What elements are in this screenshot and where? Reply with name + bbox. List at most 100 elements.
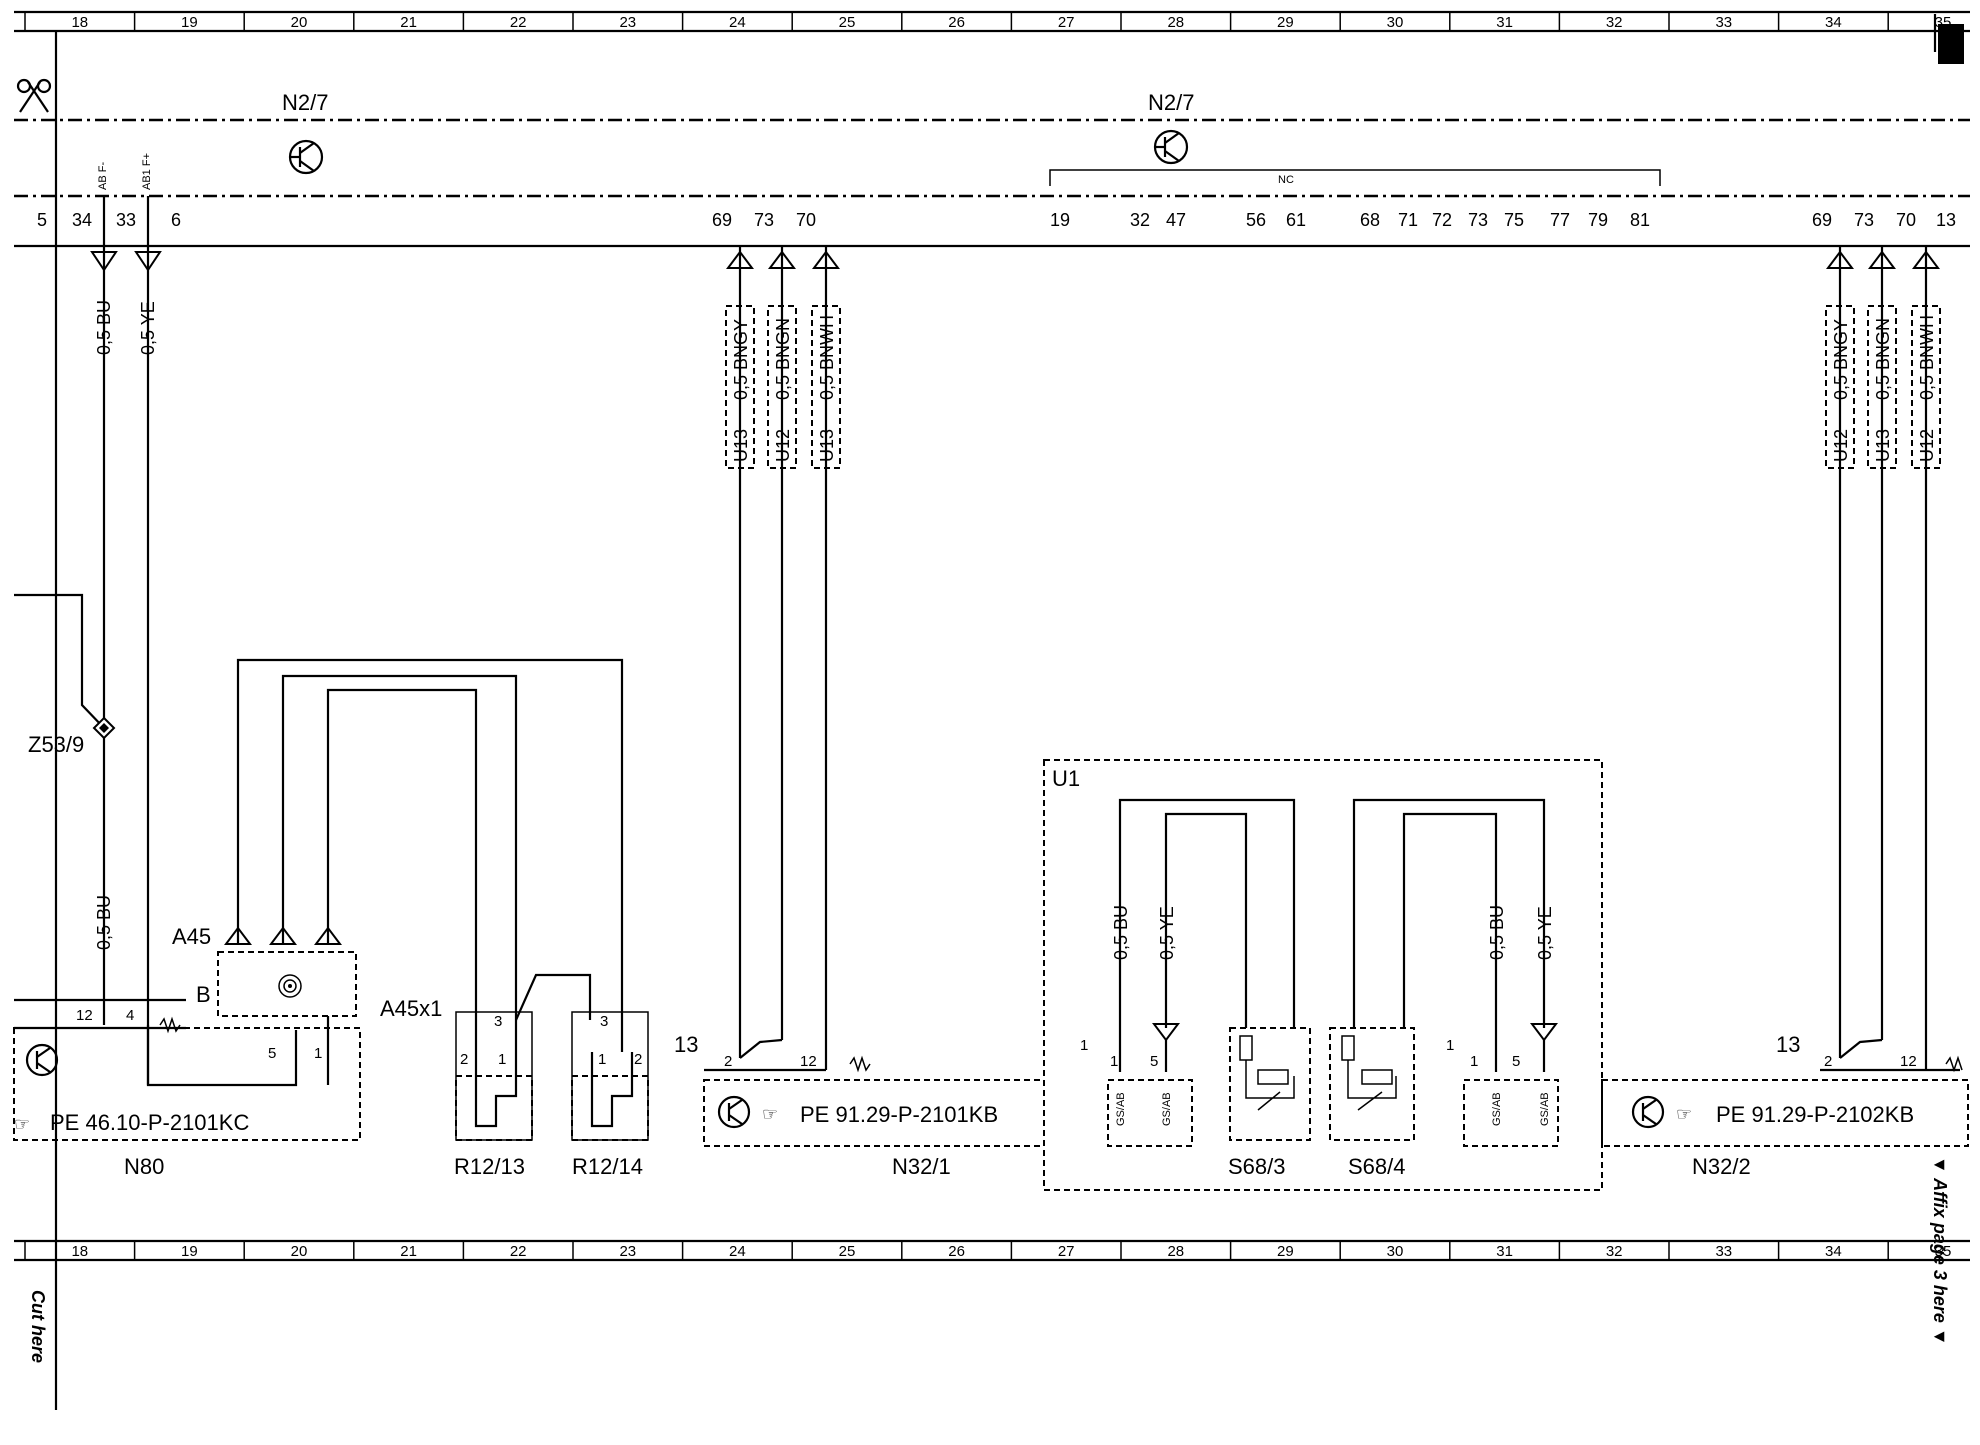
grid-column-label: 34	[1825, 1243, 1842, 1260]
s68-4-box[interactable]	[1329, 1027, 1415, 1141]
transistor-icon	[25, 1043, 59, 1077]
wire-bundle-left	[90, 196, 162, 1085]
pin-label: 3	[600, 1013, 608, 1030]
control-unit-label-left: N2/7	[282, 90, 328, 115]
reference-label: PE 91.29-P-2101KB	[800, 1102, 998, 1127]
s68-3-box[interactable]	[1229, 1027, 1311, 1141]
component-label: N32/2	[1692, 1154, 1751, 1179]
wire-bundle-center	[725, 246, 841, 1070]
connector-pin-label: 70	[1896, 210, 1916, 230]
pin-label: 13	[1776, 1032, 1800, 1057]
grid-column-label: 21	[400, 14, 417, 31]
pin-label: 2	[634, 1051, 642, 1068]
reference-label: PE 46.10-P-2101KC	[50, 1110, 249, 1135]
pin-label: 12	[1900, 1053, 1917, 1070]
wire-label: 0,5 YE	[138, 301, 158, 355]
component-label: S68/4	[1348, 1154, 1406, 1179]
connector-pin-label: 73	[1468, 210, 1488, 230]
grid-column-label: 22	[510, 14, 527, 31]
connector-pin-label: 33	[116, 210, 136, 230]
connector-label: A45x1	[380, 996, 442, 1021]
connector-pin-label: 68	[1360, 210, 1380, 230]
grid-column-label: 18	[71, 14, 88, 31]
n80-box[interactable]	[13, 1027, 361, 1141]
cut-here-note: Cut here	[28, 1290, 48, 1363]
connector-pin-label: 56	[1246, 210, 1266, 230]
grid-column-label: 26	[948, 1243, 965, 1260]
connector-pin-label: 6	[171, 210, 181, 230]
pointing-hand-icon: ☞	[1676, 1104, 1692, 1124]
twist-label: U12	[1831, 429, 1851, 462]
pin-label: 2	[460, 1051, 468, 1068]
page-corner-marker	[1938, 24, 1964, 64]
grid-column-label: 31	[1496, 1243, 1513, 1260]
pin-label: 1	[1080, 1037, 1088, 1054]
u1-box[interactable]	[1043, 759, 1603, 1191]
pin-label: 5	[1512, 1053, 1520, 1070]
grid-column-label: 22	[510, 1243, 527, 1260]
reference-label: PE 91.29-P-2102KB	[1716, 1102, 1914, 1127]
pin-label: 5	[1150, 1053, 1158, 1070]
diode-icon	[92, 716, 116, 740]
a45-wires	[224, 658, 624, 1052]
grid-column-label: 27	[1058, 1243, 1075, 1260]
resistor-icon	[1945, 1055, 1963, 1073]
nc-bracket	[1049, 169, 1661, 186]
grid-column-label: 32	[1606, 14, 1623, 31]
transistor-icon	[1153, 129, 1189, 165]
r12-14-box[interactable]	[571, 1075, 649, 1141]
connector-pin-label: 70	[796, 210, 816, 230]
component-label: R12/13	[454, 1154, 525, 1179]
connector-pin-label: 79	[1588, 210, 1608, 230]
grid-column-label: 21	[400, 1243, 417, 1260]
transistor-icon	[1631, 1095, 1665, 1129]
component-label: S68/3	[1228, 1154, 1286, 1179]
pin-label: 3	[494, 1013, 502, 1030]
wire-label: 0,5 BNWH	[1917, 315, 1937, 400]
grid-column-label: 28	[1167, 1243, 1184, 1260]
pointing-hand-icon: ☞	[14, 1114, 30, 1134]
grid-column-label: 25	[839, 14, 856, 31]
transistor-icon	[288, 139, 324, 175]
grid-column-label: 33	[1715, 14, 1732, 31]
u1-connector-left[interactable]	[1107, 1079, 1193, 1147]
pin-label: 4	[126, 1007, 134, 1024]
pin-label: 5	[268, 1045, 276, 1062]
pin-label: 2	[1824, 1053, 1832, 1070]
twist-label: U12	[1917, 429, 1937, 462]
connector-pin-label: 47	[1166, 210, 1186, 230]
connector-pin-label: 71	[1398, 210, 1418, 230]
fuse-label-ab1-plus: AB1 F+	[141, 153, 153, 190]
u1-wiring	[1118, 798, 1558, 1072]
wire-label: 0,5 BNGN	[1873, 318, 1893, 400]
fuse-label-ab-minus: AB F-	[97, 162, 109, 190]
grid-column-label: 18	[71, 1243, 88, 1260]
grid-column-label: 32	[1606, 1243, 1623, 1260]
connector-pin-label: 73	[1854, 210, 1874, 230]
grid-column-label: 30	[1387, 1243, 1404, 1260]
wire-label: 0,5 BU	[94, 300, 114, 355]
grid-column-label: 31	[1496, 14, 1513, 31]
component-label: U1	[1052, 766, 1080, 791]
pin-label: 1	[1446, 1037, 1454, 1054]
gsab-label: GS/AB	[1491, 1092, 1503, 1126]
n32-2-box[interactable]	[1601, 1079, 1969, 1147]
grid-column-label: 24	[729, 1243, 746, 1260]
component-label: N32/1	[892, 1154, 951, 1179]
a45-box[interactable]	[217, 951, 357, 1017]
wire-label: 0,5 BU	[1487, 905, 1507, 960]
grid-column-label: 20	[291, 1243, 308, 1260]
grid-column-label: 20	[291, 14, 308, 31]
grid-column-label: 26	[948, 14, 965, 31]
wire-bundle-right	[1825, 246, 1941, 1070]
r12-13-box[interactable]	[455, 1075, 533, 1141]
pin-label: 1	[314, 1045, 322, 1062]
connector-pin-label: 19	[1050, 210, 1070, 230]
affix-page-note: ▼ Affix page 3 here ▼	[1930, 1156, 1950, 1346]
pin-label: 1	[498, 1051, 506, 1068]
nc-label: NC	[1278, 174, 1294, 186]
wire-label: 0,5 BU	[94, 895, 114, 950]
